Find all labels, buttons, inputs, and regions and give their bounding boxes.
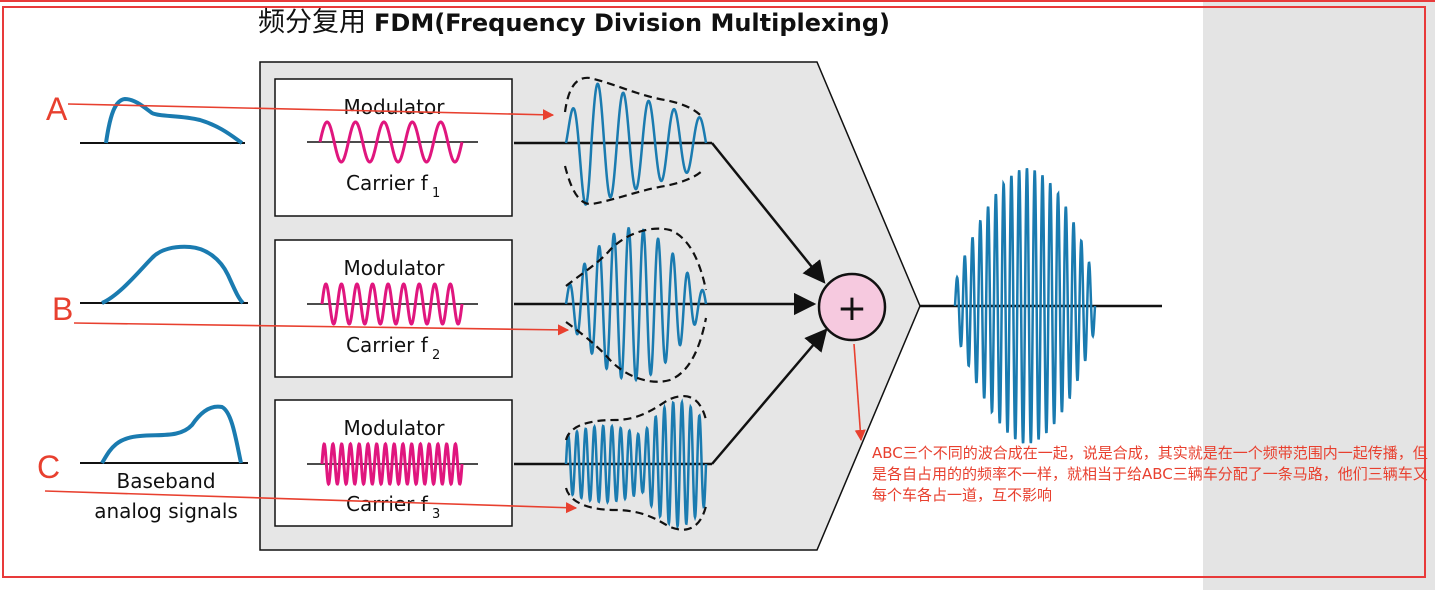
- red-arrow-a: [67, 103, 555, 121]
- right-gutter: [1203, 0, 1435, 590]
- adder-circle: +: [817, 272, 887, 342]
- modulator-box-3: Modulator Carrier f 3: [274, 399, 513, 527]
- title-chinese: 频分复用: [258, 7, 366, 38]
- modulator-label-1: Modulator: [344, 95, 446, 119]
- top-border: [0, 0, 1435, 2]
- signal-letter-c: C: [37, 449, 60, 485]
- composite-signal: [953, 168, 1097, 444]
- baseband-label-line2: analog signals: [94, 499, 238, 523]
- arrow-to-adder-3: [711, 328, 828, 465]
- signal-letter-a: A: [46, 91, 68, 127]
- baseband-signal-a: [80, 96, 245, 145]
- carrier-label-3: Carrier f: [346, 492, 429, 516]
- red-arrow-c: [44, 490, 578, 514]
- adder-symbol: +: [837, 288, 867, 329]
- annotation-text: ABC三个不同的波合成在一起，说是合成，其实就是在一个频带范围内一起传播，但是各…: [872, 444, 1428, 504]
- red-arrow-annotation: [853, 343, 866, 442]
- carrier-label-1: Carrier f: [346, 171, 429, 195]
- carrier-label-2: Carrier f: [346, 333, 429, 357]
- carrier-subscript-3: 3: [432, 507, 440, 522]
- baseband-label-line1: Baseband: [116, 469, 215, 493]
- carrier-subscript-1: 1: [432, 186, 440, 201]
- modulator-box-1: Modulator Carrier f 1: [274, 78, 513, 217]
- signal-letter-b: B: [52, 291, 73, 327]
- modulator-box-2: Modulator Carrier f 2: [274, 239, 513, 378]
- baseband-signal-c: [80, 404, 248, 465]
- modulator-label-2: Modulator: [344, 256, 446, 280]
- modulated-signal-1: [563, 76, 708, 206]
- baseband-signal-b: [80, 244, 248, 305]
- arrow-to-adder-1: [711, 142, 826, 284]
- carrier-wave-3: [320, 441, 464, 487]
- modulator-label-3: Modulator: [344, 416, 446, 440]
- page-title: 频分复用 FDM(Frequency Division Multiplexing): [258, 4, 890, 41]
- red-arrow-b: [73, 322, 570, 336]
- modulated-signal-3: [564, 395, 708, 531]
- carrier-wave-1: [318, 120, 464, 164]
- carrier-subscript-2: 2: [432, 348, 440, 363]
- modulated-signal-2: [564, 226, 708, 383]
- title-english: FDM(Frequency Division Multiplexing): [374, 9, 890, 37]
- carrier-wave-2: [320, 282, 464, 326]
